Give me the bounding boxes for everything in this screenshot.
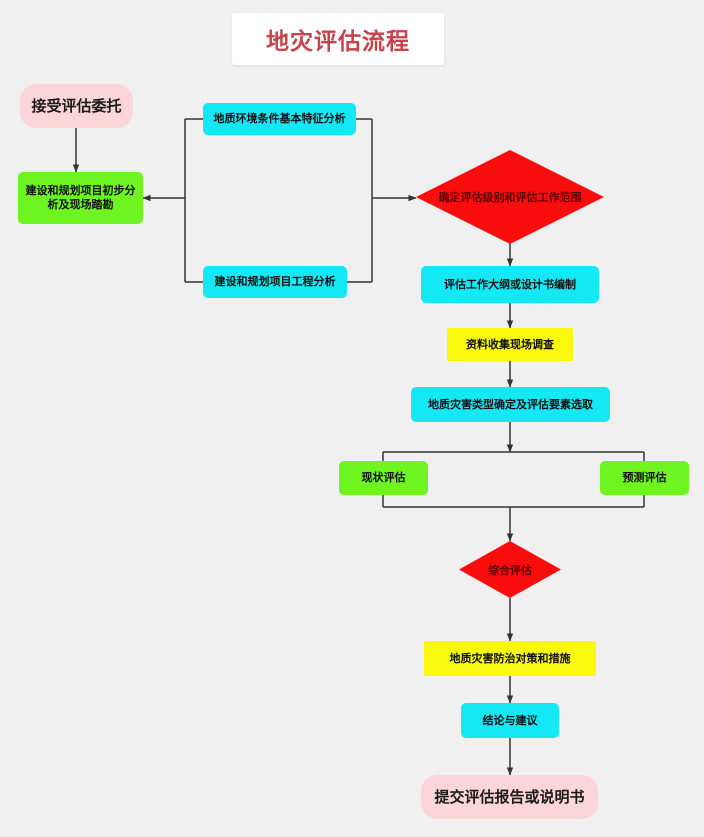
node-current-assessment[interactable]: 现状评估 — [339, 461, 428, 495]
node-label: 建设和规划项目工程分析 — [214, 275, 336, 289]
node-determine-level-scope[interactable]: 确定评估级别和评估工作范围 — [416, 150, 604, 244]
node-label: 地质灾害防治对策和措施 — [449, 651, 571, 665]
node-prevention-measures[interactable]: 地质灾害防治对策和措施 — [424, 641, 596, 676]
node-conclusion-suggestion[interactable]: 结论与建议 — [461, 703, 559, 738]
node-label: 现状评估 — [361, 471, 406, 485]
node-accept-commission[interactable]: 接受评估委托 — [20, 84, 133, 128]
node-label: 提交评估报告或说明书 — [434, 787, 585, 806]
node-label: 地质环境条件基本特征分析 — [213, 112, 346, 126]
node-prediction-assessment[interactable]: 预测评估 — [600, 461, 689, 495]
node-label: 建设和规划项目初步分析及现场踏勘 — [25, 184, 136, 211]
node-label: 资料收集现场调查 — [466, 337, 554, 351]
node-label: 综合评估 — [488, 563, 532, 577]
node-project-engineering-analysis[interactable]: 建设和规划项目工程分析 — [203, 266, 347, 298]
node-label: 确定评估级别和评估工作范围 — [438, 191, 582, 204]
node-preliminary-analysis[interactable]: 建设和规划项目初步分析及现场踏勘 — [18, 172, 143, 224]
page-title: 地灾评估流程 — [266, 29, 410, 55]
node-hazard-type-factors[interactable]: 地质灾害类型确定及评估要素选取 — [411, 387, 610, 422]
node-label: 预测评估 — [622, 471, 667, 485]
node-label: 结论与建议 — [482, 713, 538, 727]
node-outline-design[interactable]: 评估工作大纲或设计书编制 — [421, 266, 599, 303]
node-data-collection-survey[interactable]: 资料收集现场调查 — [447, 328, 573, 361]
node-comprehensive-assessment[interactable]: 综合评估 — [459, 541, 561, 598]
node-label: 地质灾害类型确定及评估要素选取 — [428, 397, 593, 411]
node-geo-env-analysis[interactable]: 地质环境条件基本特征分析 — [203, 103, 356, 135]
diagram-title-card: 地灾评估流程 — [232, 13, 444, 65]
node-label: 接受评估委托 — [31, 96, 122, 115]
node-submit-report[interactable]: 提交评估报告或说明书 — [421, 775, 598, 819]
node-label: 评估工作大纲或设计书编制 — [444, 277, 576, 291]
